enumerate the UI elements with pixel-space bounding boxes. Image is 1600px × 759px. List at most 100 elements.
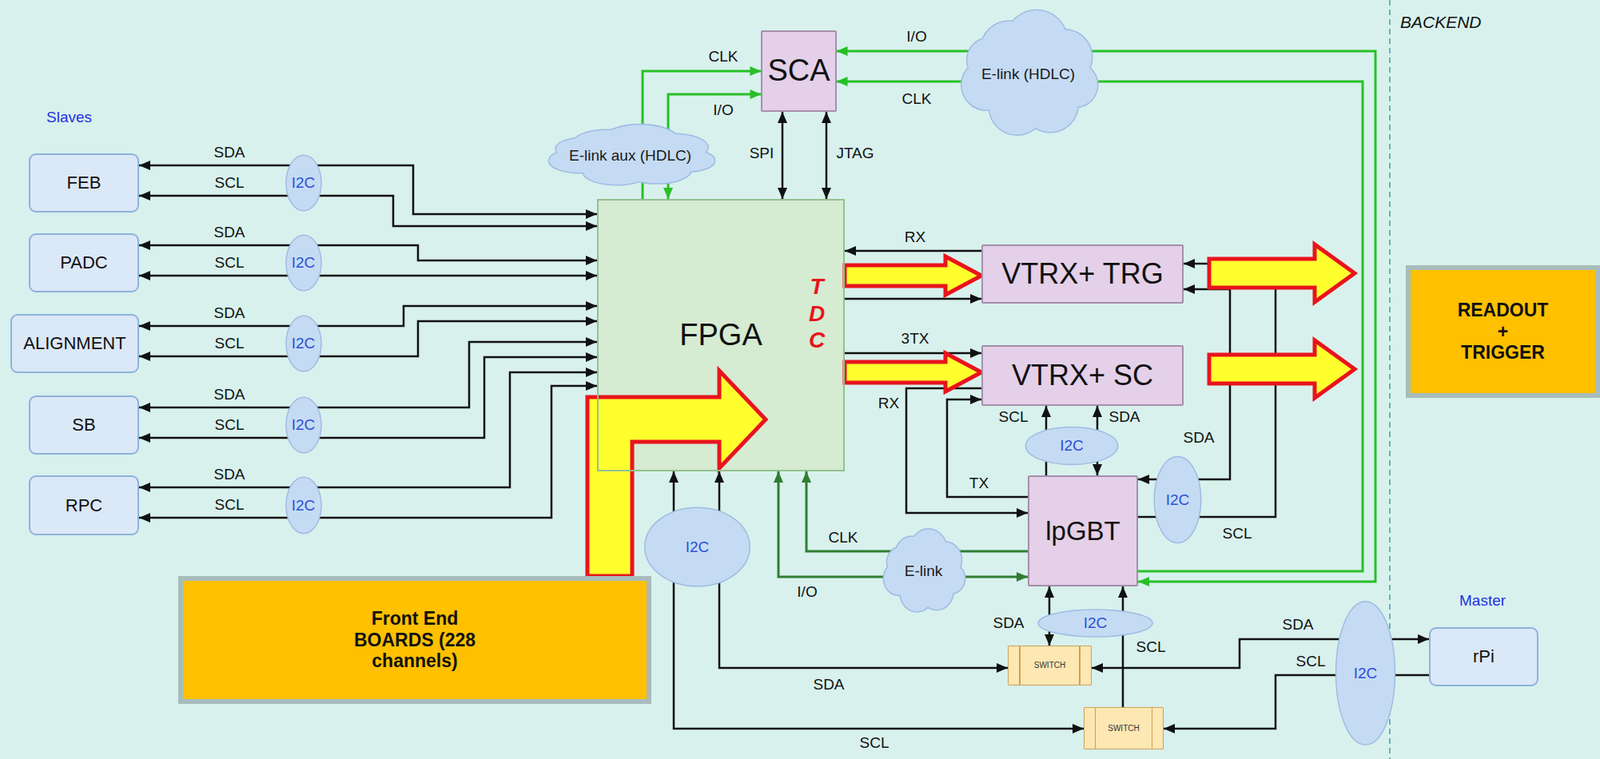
cloud-fill (961, 10, 1098, 136)
fpga-box: FPGAT D C (597, 199, 845, 472)
connector (668, 471, 1084, 734)
signal-label: RX (876, 394, 901, 413)
node-label: I2C (291, 334, 316, 353)
ellipse-shape (1336, 601, 1396, 746)
connector (139, 160, 598, 219)
arrow-head (585, 316, 598, 327)
arrow-head (1016, 508, 1028, 518)
slave-box: PADC (28, 233, 140, 293)
slave-box: RPC (28, 475, 140, 536)
arrow-head (777, 111, 788, 124)
connector-line (844, 250, 982, 253)
connector (139, 367, 598, 493)
arrow-head (139, 482, 151, 493)
connector-line (673, 471, 1084, 729)
arrow-head (585, 270, 598, 281)
arrow-head (139, 240, 151, 251)
connector-line (139, 357, 598, 438)
arrow-head (1044, 634, 1055, 646)
node-label: ALIGNMENT (23, 333, 126, 354)
ellipse-shape (285, 477, 321, 534)
signal-label: TX (967, 474, 991, 493)
connector-line (844, 298, 982, 301)
system-box: Front End BOARDS (228 channels) (178, 576, 652, 705)
node-label: SWITCH (1107, 724, 1139, 734)
node-label: Front End BOARDS (228 channels) (342, 608, 487, 672)
arrow-head (801, 471, 812, 483)
arrow-head (1072, 724, 1084, 734)
signal-label: SCL (213, 416, 247, 434)
data-flow-arrow (1209, 340, 1355, 399)
cloud-fill (883, 529, 965, 613)
node-label: SB (71, 414, 96, 435)
arrow-head (836, 76, 848, 87)
node-label: I2C (685, 538, 710, 557)
node-label: VTRX+ SC (1011, 358, 1154, 392)
arrow-head (996, 663, 1008, 673)
arrow-head (970, 394, 982, 405)
connector (139, 316, 598, 362)
elink-cloud: E-link (882, 525, 965, 617)
arrow-head (1138, 474, 1150, 485)
arrow-head (668, 471, 679, 483)
connector-line (139, 245, 598, 261)
i2c-bubble: I2C (1035, 608, 1155, 638)
signal-label: SCL (997, 408, 1031, 426)
signal-label: SDA (991, 614, 1026, 633)
i2c-bubble: I2C (1153, 453, 1202, 546)
arrow-head (139, 321, 151, 331)
arrow-head (773, 471, 784, 483)
group-label: Slaves (46, 108, 92, 127)
connector (139, 352, 598, 443)
cloud-lobe (895, 542, 952, 605)
node-label: I2C (291, 254, 316, 272)
node-label: lpGBT (1045, 516, 1121, 547)
signal-label: RX (903, 228, 928, 247)
connector-line (825, 111, 828, 200)
data-flow-arrow (1209, 244, 1355, 303)
cloud-lobe (981, 29, 1076, 124)
arrow-head (139, 513, 151, 523)
signal-label: 3TX (899, 330, 932, 348)
connector-line (139, 342, 598, 408)
connector-line (139, 321, 598, 357)
connector (139, 191, 598, 231)
group-label: Master (1459, 592, 1506, 610)
data-flow-shape (1209, 244, 1355, 303)
connector (139, 381, 598, 523)
tdc-label: T D C (805, 273, 828, 355)
chip-box: SCA (760, 30, 836, 112)
arrow-head (585, 337, 598, 347)
signal-label: I/O (711, 101, 735, 120)
arrow-head (844, 246, 856, 256)
arrow-head (821, 187, 832, 200)
signal-label: CLK (707, 47, 741, 66)
signal-label: SDA (1280, 616, 1315, 634)
node-label: I2C (1083, 614, 1108, 633)
signal-label: SCL (858, 734, 892, 753)
signal-label: JTAG (834, 144, 876, 163)
ellipse-shape (285, 234, 321, 291)
connector (1118, 586, 1128, 708)
ellipse-shape (1154, 456, 1202, 543)
cloud-lobe (981, 29, 1076, 124)
connector (821, 111, 832, 200)
i2c-bubble: I2C (285, 153, 323, 213)
signal-label: CLK (900, 90, 934, 108)
connector-line (139, 274, 598, 278)
slave-box: FEB (28, 153, 140, 213)
connector-line (781, 111, 785, 200)
switch-box: SWITCH (1083, 707, 1164, 750)
slave-box: ALIGNMENT (10, 314, 140, 374)
connector-line (844, 352, 982, 355)
connector (844, 246, 982, 256)
node-label: E-link (HDLC) (981, 65, 1075, 84)
ellipse-shape (1025, 427, 1118, 466)
i2c-bubble: I2C (1334, 597, 1397, 750)
arrow-head (970, 294, 982, 304)
node-label: VTRX+ TRG (1001, 257, 1163, 291)
i2c-bubble: I2C (1023, 425, 1120, 466)
connector (844, 348, 982, 359)
arrow-head (1092, 405, 1103, 418)
